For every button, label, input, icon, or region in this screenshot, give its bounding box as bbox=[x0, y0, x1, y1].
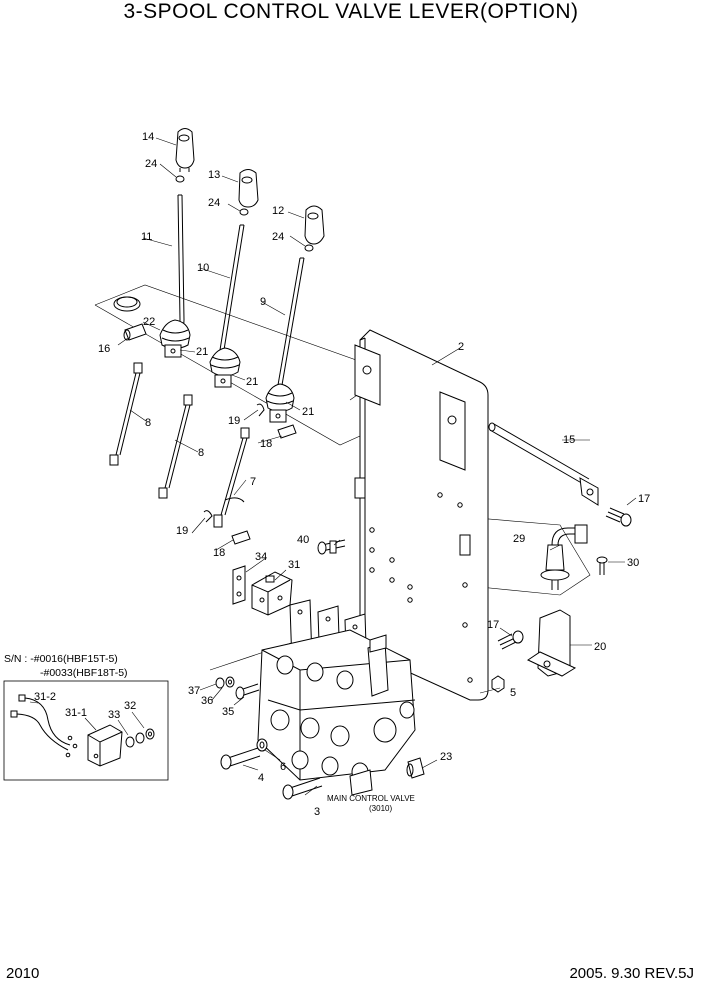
callout-17: 17 bbox=[638, 493, 650, 505]
callout-37: 37 bbox=[188, 685, 200, 697]
bolt-4-icon bbox=[220, 747, 261, 770]
inset-sn-variant: S/N : -#0016(HBF15T-5) -#0033(HBF18T-5) … bbox=[3, 653, 169, 781]
clip-19-icon bbox=[203, 403, 265, 523]
fitting-23-icon bbox=[406, 757, 425, 779]
callout-24: 24 bbox=[272, 231, 284, 243]
leader-lines bbox=[117, 137, 637, 796]
callout-5: 5 bbox=[510, 687, 516, 699]
callout-23: 23 bbox=[440, 751, 452, 763]
callout-33: 33 bbox=[108, 709, 120, 721]
callout-9: 9 bbox=[260, 296, 266, 308]
inset-sn-line2: -#0033(HBF18T-5) bbox=[40, 667, 128, 679]
main-control-valve-code: (3010) bbox=[369, 804, 392, 813]
microswitch-31-1-icon bbox=[87, 724, 123, 767]
callout-12: 12 bbox=[272, 205, 284, 217]
callout-7: 7 bbox=[250, 476, 256, 488]
callout-20: 20 bbox=[594, 641, 606, 653]
callout-10: 10 bbox=[197, 262, 209, 274]
knob-12-icon bbox=[304, 205, 325, 245]
callout-3: 3 bbox=[314, 806, 320, 818]
callout-19: 19 bbox=[228, 415, 240, 427]
callout-21: 21 bbox=[196, 346, 208, 358]
screw-30-icon bbox=[596, 556, 608, 575]
bolt-17-icon bbox=[497, 507, 632, 650]
lever-rod-11-icon bbox=[174, 194, 185, 338]
microswitch-31-icon bbox=[251, 571, 293, 616]
switch-29-icon bbox=[540, 524, 588, 590]
pin-16-icon bbox=[123, 323, 147, 341]
bolt-35-icon bbox=[235, 683, 260, 700]
nut-5-icon bbox=[491, 675, 505, 693]
bolt-40-icon bbox=[317, 539, 346, 555]
shaft-15-icon bbox=[488, 422, 599, 506]
link-rod-8-left-icon bbox=[109, 362, 143, 466]
page-title: 3-SPOOL CONTROL VALVE LEVER(OPTION) bbox=[123, 0, 579, 23]
callout-30: 30 bbox=[627, 557, 639, 569]
callout-18: 18 bbox=[260, 438, 272, 450]
callout-19: 19 bbox=[176, 525, 188, 537]
callout-16: 16 bbox=[98, 343, 110, 355]
callout-34: 34 bbox=[255, 551, 267, 563]
callout-21: 21 bbox=[246, 376, 258, 388]
callout-36: 36 bbox=[201, 695, 213, 707]
bracket-plate-2-icon bbox=[354, 329, 489, 701]
callout-18: 18 bbox=[213, 547, 225, 559]
callout-22: 22 bbox=[143, 316, 155, 328]
callout-31: 31 bbox=[288, 559, 300, 571]
lever-rod-9-icon bbox=[277, 257, 305, 386]
link-rod-7-icon bbox=[213, 427, 250, 528]
callout-8: 8 bbox=[145, 417, 151, 429]
bolt-3-icon bbox=[282, 777, 323, 800]
pivot-block-icon bbox=[164, 344, 287, 423]
callout-14: 14 bbox=[142, 131, 154, 143]
callout-15: 15 bbox=[563, 434, 575, 446]
page-number: 2010 bbox=[6, 965, 40, 982]
pin-18-icon bbox=[231, 424, 297, 545]
inset-sn-line1: S/N : -#0016(HBF15T-5) bbox=[4, 653, 118, 665]
nut-24-icon bbox=[175, 175, 314, 252]
callout-29: 29 bbox=[513, 533, 525, 545]
callout-numbers: 2 14 24 13 24 12 24 11 10 9 22 16 21 21 … bbox=[98, 131, 650, 818]
callout-32: 32 bbox=[124, 700, 136, 712]
washer-6-icon bbox=[256, 738, 268, 752]
bracket-20-icon bbox=[526, 609, 577, 677]
cap-22-icon bbox=[113, 296, 141, 312]
lever-rod-10-icon bbox=[219, 224, 245, 351]
main-control-valve-label: MAIN CONTROL VALVE bbox=[327, 794, 415, 803]
callout-40: 40 bbox=[297, 534, 309, 546]
knob-14-icon bbox=[175, 128, 195, 172]
callout-8: 8 bbox=[198, 447, 204, 459]
callout-24: 24 bbox=[145, 158, 157, 170]
callout-13: 13 bbox=[208, 169, 220, 181]
callout-24: 24 bbox=[208, 197, 220, 209]
callout-35: 35 bbox=[222, 706, 234, 718]
callout-21: 21 bbox=[302, 406, 314, 418]
callout-11: 11 bbox=[141, 231, 152, 243]
callout-2: 2 bbox=[458, 341, 464, 353]
callout-4: 4 bbox=[258, 772, 264, 784]
main-control-valve-icon bbox=[257, 599, 416, 796]
link-rod-8-right-icon bbox=[158, 394, 193, 499]
callout-31-2: 31-2 bbox=[34, 691, 56, 703]
plate-34-icon bbox=[232, 565, 246, 605]
inset-frame bbox=[3, 680, 169, 781]
revision-date: 2005. 9.30 REV.5J bbox=[569, 965, 694, 982]
washer-36-37-icon bbox=[215, 676, 235, 689]
knob-13-icon bbox=[238, 169, 259, 208]
callout-31-1: 31-1 bbox=[65, 707, 87, 719]
callout-6: 6 bbox=[280, 761, 286, 773]
callout-17: 17 bbox=[487, 619, 499, 631]
